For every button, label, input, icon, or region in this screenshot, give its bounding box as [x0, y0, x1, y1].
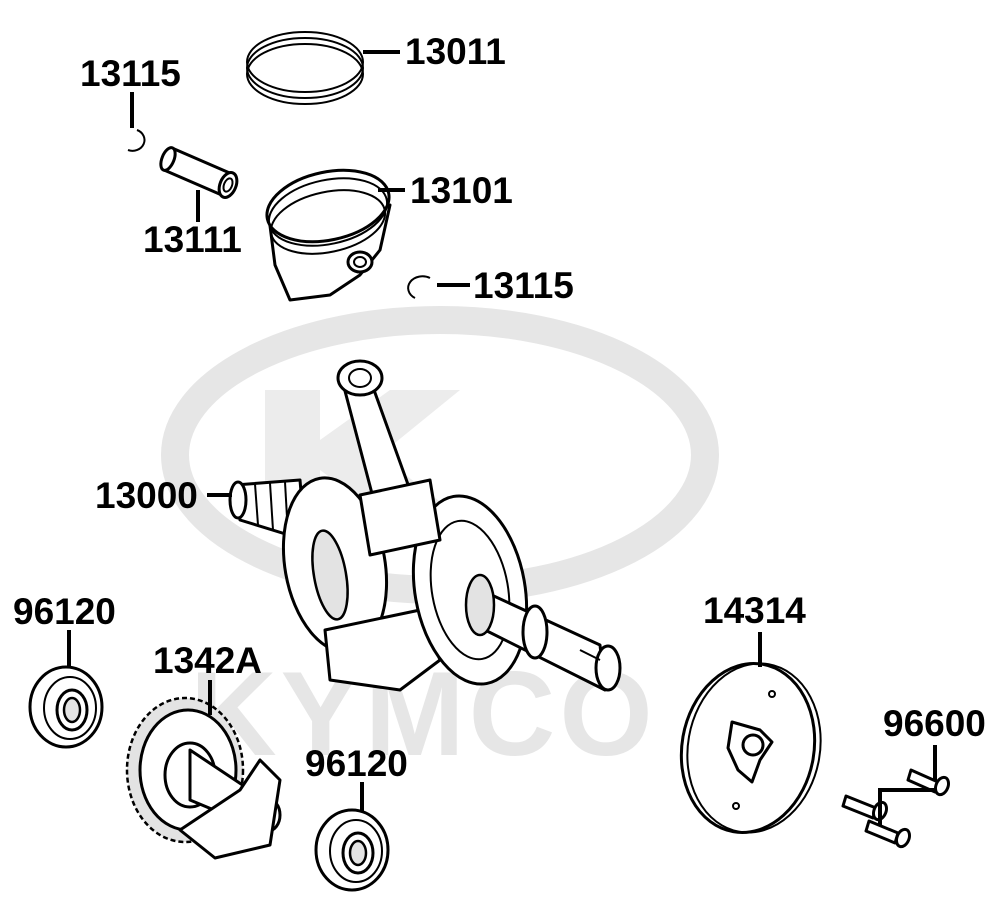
part-label-96600: 96600: [883, 703, 986, 744]
part-label-13111: 13111: [143, 219, 242, 260]
part-label-96120-left: 96120: [13, 591, 116, 632]
piston-pin-icon: [159, 146, 239, 199]
part-label-13000: 13000: [95, 475, 198, 516]
balancer-shaft-icon: [125, 696, 282, 860]
part-label-13101: 13101: [410, 170, 513, 211]
bearing-icon: [28, 665, 104, 749]
pin-clip-icon: [407, 275, 431, 299]
bolt-icon: [841, 768, 951, 849]
pin-clip-icon: [127, 129, 146, 152]
part-label-1342A: 1342A: [153, 640, 262, 681]
part-label-13115-top: 13115: [80, 53, 181, 94]
bearing-icon: [314, 808, 390, 892]
part-label-13011: 13011: [405, 31, 506, 72]
part-label-14314: 14314: [703, 590, 806, 631]
crankshaft-icon: [228, 359, 622, 692]
timing-plate-icon: [679, 662, 822, 834]
part-label-96120-lower: 96120: [305, 743, 408, 784]
part-label-13115-lower: 13115: [473, 265, 574, 306]
piston-ring-icon: [246, 31, 364, 105]
piston-icon: [265, 168, 392, 302]
